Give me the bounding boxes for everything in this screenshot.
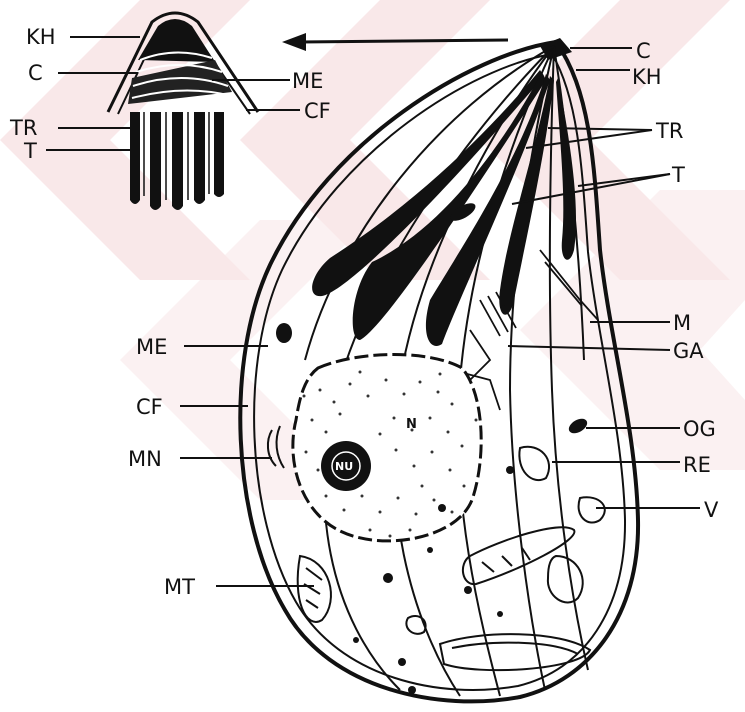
inset-label-t: T <box>23 139 37 163</box>
label-t: T <box>671 163 685 187</box>
label-cf: CF <box>136 395 163 419</box>
label-mn: MN <box>128 447 162 471</box>
label-ga: GA <box>673 339 704 363</box>
nucleus: N NU <box>293 355 481 541</box>
inset-label-cf: CF <box>304 99 331 123</box>
label-kh: KH <box>632 65 662 89</box>
label-v: V <box>704 498 719 522</box>
inset-label-me: ME <box>292 69 323 93</box>
nucleolus-label-nu: NU <box>335 460 353 473</box>
label-tr: TR <box>655 119 683 143</box>
label-m: M <box>673 311 691 335</box>
nucleus-label-n: N <box>406 417 417 432</box>
label-c: C <box>636 39 651 63</box>
label-me: ME <box>136 335 167 359</box>
inset-label-tr: TR <box>9 116 37 140</box>
label-re: RE <box>683 453 711 477</box>
label-og: OG <box>683 417 716 441</box>
label-mt: MT <box>164 575 195 599</box>
inset-label-kh: KH <box>26 25 56 49</box>
inset-label-c: C <box>28 61 43 85</box>
